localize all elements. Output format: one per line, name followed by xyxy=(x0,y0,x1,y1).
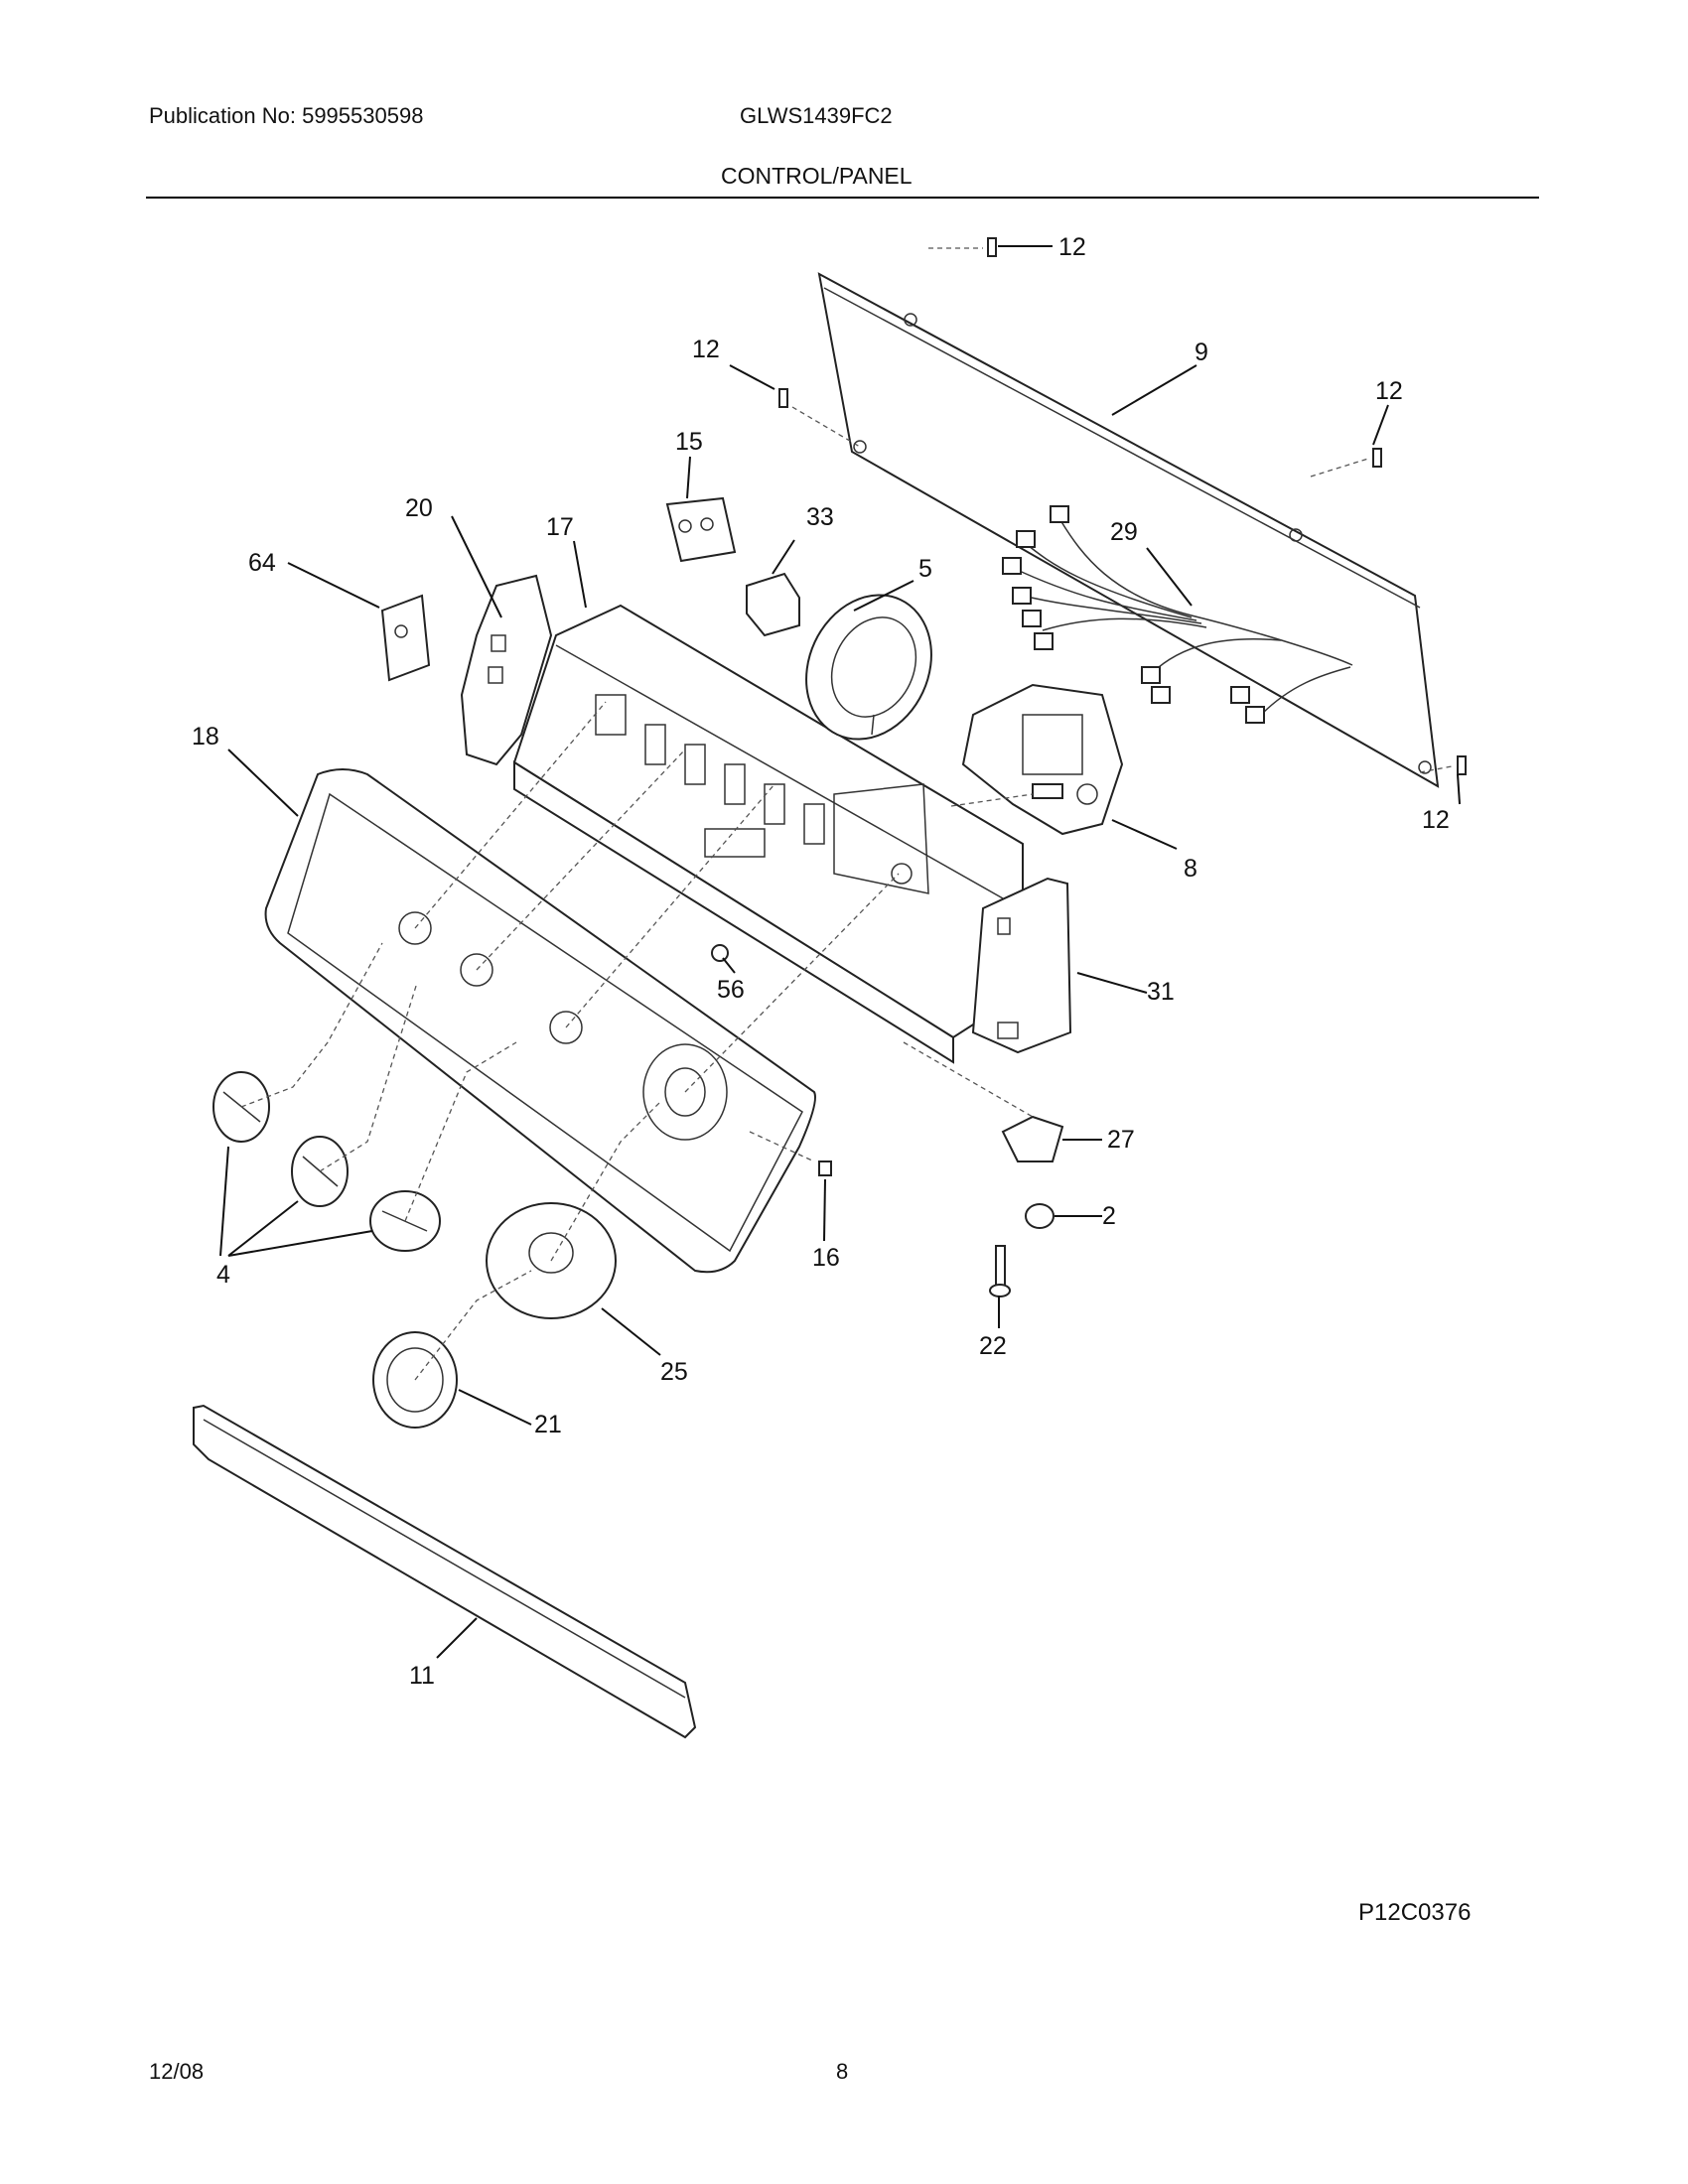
bracket-part-27 xyxy=(1001,1115,1064,1162)
callout-31: 31 xyxy=(1147,978,1175,1006)
callout-labels: 12 9 12 12 15 33 20 17 29 64 5 18 8 12 5… xyxy=(192,233,1450,1690)
model-number: GLWS1439FC2 xyxy=(740,103,893,128)
right-end-cap-part-31 xyxy=(971,877,1072,1054)
callout-27: 27 xyxy=(1107,1126,1135,1154)
footer-date: 12/08 xyxy=(149,2059,205,2084)
header-rule xyxy=(146,197,1539,199)
motor-part-8 xyxy=(961,683,1124,836)
callout-29: 29 xyxy=(1110,518,1138,546)
knob-part-4 xyxy=(212,1071,441,1252)
callout-4: 4 xyxy=(216,1261,230,1289)
page-number: 8 xyxy=(836,2059,849,2084)
wire-harness-part-29 xyxy=(1002,505,1353,724)
control-panel-part-18 xyxy=(264,768,816,1274)
switch-part-33 xyxy=(746,572,800,637)
console-part-17 xyxy=(512,604,1024,1064)
trim-strip-part-11 xyxy=(193,1404,697,1739)
callout-9: 9 xyxy=(1195,339,1208,366)
callout-15: 15 xyxy=(675,428,703,456)
callout-11: 11 xyxy=(409,1662,435,1690)
spacer-part-2 xyxy=(1025,1203,1055,1229)
screw-part-16 xyxy=(818,1160,832,1176)
callout-12: 12 xyxy=(692,336,720,363)
screw-part-22 xyxy=(989,1245,1011,1297)
callout-21: 21 xyxy=(534,1411,562,1438)
left-end-cap-part-20 xyxy=(460,574,553,766)
callout-18: 18 xyxy=(192,723,219,751)
callout-12: 12 xyxy=(1375,377,1403,405)
callout-20: 20 xyxy=(405,494,433,522)
callout-12: 12 xyxy=(1058,233,1086,261)
callout-64: 64 xyxy=(248,549,276,577)
rear-panel-part-9 xyxy=(817,272,1440,788)
callout-8: 8 xyxy=(1184,855,1197,883)
callout-5: 5 xyxy=(918,555,932,583)
callout-56: 56 xyxy=(717,976,745,1004)
diagram-code: P12C0376 xyxy=(1358,1899,1472,1926)
timer-part-5 xyxy=(805,594,932,741)
callout-33: 33 xyxy=(806,503,834,531)
leader-lines xyxy=(219,245,1461,1659)
screw-part-56 xyxy=(711,944,729,962)
section-title: CONTROL/PANEL xyxy=(721,163,913,189)
callout-16: 16 xyxy=(812,1244,840,1272)
callout-22: 22 xyxy=(979,1332,1007,1360)
screw-part-12 xyxy=(778,237,1467,775)
publication-number: Publication No: 5995530598 xyxy=(149,103,424,128)
bracket-part-64 xyxy=(380,594,431,682)
callout-2: 2 xyxy=(1102,1202,1116,1230)
module-part-15 xyxy=(665,496,737,563)
callout-12: 12 xyxy=(1422,806,1450,834)
callout-25: 25 xyxy=(660,1358,688,1386)
callout-17: 17 xyxy=(546,513,574,541)
